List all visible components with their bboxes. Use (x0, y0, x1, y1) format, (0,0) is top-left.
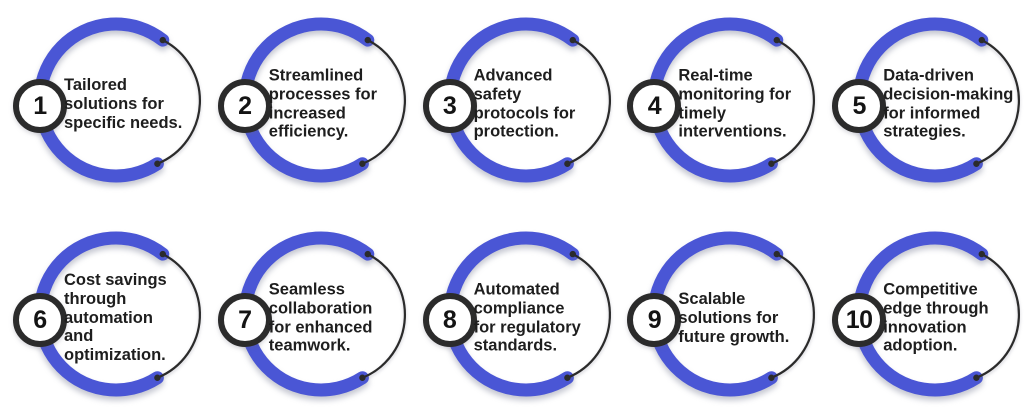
item-number: 6 (33, 305, 47, 334)
endpoint-dot (978, 36, 986, 44)
item-number: 1 (33, 91, 47, 120)
circle-arc-graphic (13, 17, 202, 183)
benefit-item: 7 Seamless collaboration for enhanced te… (205, 214, 410, 414)
item-text: Cost savings through automation and opti… (64, 271, 167, 365)
item-number: 2 (238, 91, 252, 120)
endpoint-dot (159, 36, 166, 44)
endpoint-dot (773, 250, 781, 258)
connector-arc (156, 253, 202, 379)
number-badge-circle (217, 79, 272, 133)
number-badge-circle (422, 293, 477, 347)
endpoint-dot (973, 374, 980, 381)
benefit-item: 10 Competitive edge through innovation a… (819, 214, 1024, 414)
endpoint-dot (159, 250, 166, 258)
number-badge-circle (217, 293, 272, 347)
endpoint-dot (364, 36, 371, 44)
connector-arc (361, 39, 406, 165)
item-number: 3 (442, 91, 457, 120)
endpoint-dot (563, 374, 571, 381)
endpoint-dot (978, 250, 986, 258)
item-text: Real-time monitoring for timely interven… (678, 66, 792, 141)
connector-arc (976, 39, 1021, 165)
endpoint-dot (563, 160, 571, 167)
endpoint-dot (569, 36, 576, 44)
endpoint-dot (154, 374, 161, 381)
item-number: 5 (852, 91, 866, 120)
benefit-item: 6 Cost savings through automation and op… (0, 214, 205, 414)
number-badge-circle (422, 79, 477, 133)
endpoint-dot (154, 160, 161, 167)
benefit-item: 3 Advanced safety protocols for protecti… (410, 0, 615, 200)
endpoint-dot (358, 160, 366, 167)
circle-arc-graphic (832, 17, 1021, 183)
connector-arc (771, 39, 816, 165)
benefit-item: 5 Data-driven decision-making for inform… (819, 0, 1024, 200)
connector-arc (771, 253, 816, 379)
endpoint-dot (364, 250, 371, 258)
benefit-item: 1 Tailored solutions for specific needs. (0, 0, 205, 200)
item-number: 4 (647, 91, 662, 120)
benefit-item: 2 Streamlined processes for increased ef… (205, 0, 410, 200)
item-number: 8 (442, 305, 457, 334)
endpoint-dot (768, 160, 775, 167)
connector-arc (566, 39, 611, 165)
connector-arc (976, 253, 1021, 379)
number-badge-circle (627, 293, 682, 347)
circle-arc-graphic (217, 231, 406, 397)
item-number: 10 (845, 305, 873, 334)
endpoint-dot (768, 374, 775, 381)
endpoint-dot (569, 250, 576, 258)
number-badge-circle (13, 293, 67, 347)
item-text: Streamlined processes for increased effi… (268, 66, 378, 141)
benefit-item: 9 Scalable solutions for future growth. (614, 214, 819, 414)
endpoint-dot (973, 160, 980, 167)
circle-arc-graphic (217, 17, 406, 183)
circle-arc-graphic (627, 231, 816, 397)
item-text: Competitive edge through innovation adop… (883, 280, 989, 355)
circle-arc-graphic (422, 231, 611, 397)
connector-arc (361, 253, 406, 379)
endpoint-dot (773, 36, 781, 44)
item-number: 7 (238, 305, 252, 334)
circle-arc-graphic (422, 17, 611, 183)
number-badge-circle (832, 293, 887, 347)
item-text: Automated compliance for regulatory stan… (473, 280, 581, 355)
endpoint-dot (358, 374, 366, 381)
item-text: Tailored solutions for specific needs. (64, 75, 183, 132)
benefit-item: 8 Automated compliance for regulatory st… (410, 214, 615, 414)
item-text: Scalable solutions for future growth. (678, 289, 790, 346)
circle-arc-graphic (13, 231, 202, 397)
item-text: Seamless collaboration for enhanced team… (268, 280, 373, 355)
connector-arc (156, 39, 202, 165)
number-badge-circle (13, 79, 67, 133)
circle-arc-graphic (627, 17, 816, 183)
connector-arc (566, 253, 611, 379)
item-text: Advanced safety protocols for protection… (473, 66, 576, 141)
number-badge-circle (832, 79, 887, 133)
item-number: 9 (647, 305, 662, 334)
circle-arc-graphic (832, 231, 1021, 397)
item-text: Data-driven decision-making for informed… (883, 66, 1014, 141)
benefit-item: 4 Real-time monitoring for timely interv… (614, 0, 819, 200)
number-badge-circle (627, 79, 682, 133)
